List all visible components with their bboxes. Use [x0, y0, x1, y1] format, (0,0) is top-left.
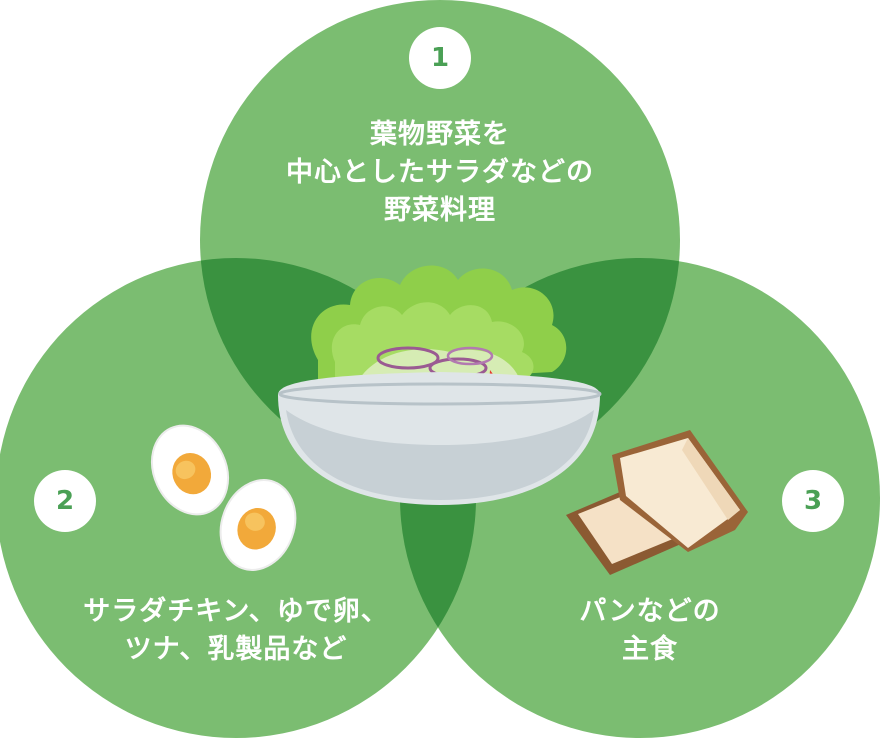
circle-3-number-badge: 3: [782, 470, 844, 532]
circle-3-line-2: 主食: [622, 634, 678, 665]
circle-1-line-3: 野菜料理: [384, 195, 496, 226]
circle-1-number-badge: 1: [409, 27, 471, 89]
circle-1-text: 葉物野菜を 中心としたサラダなどの 野菜料理: [240, 116, 640, 230]
circle-2-line-1: サラダチキン、ゆで卵、: [83, 596, 389, 627]
bread-icon: [566, 430, 748, 575]
circle-2-line-2: ツナ、乳製品など: [124, 634, 348, 665]
circle-1-line-1: 葉物野菜を: [370, 119, 510, 150]
circle-3-line-1: パンなどの: [579, 596, 721, 627]
circle-2-number-badge: 2: [34, 470, 96, 532]
circle-2-text: サラダチキン、ゆで卵、 ツナ、乳製品など: [36, 593, 436, 669]
boiled-eggs-icon: [151, 424, 297, 571]
circle-1-line-2: 中心としたサラダなどの: [286, 157, 594, 188]
salad-bowl-icon: [278, 265, 602, 505]
circle-3-text: パンなどの 主食: [530, 593, 770, 669]
